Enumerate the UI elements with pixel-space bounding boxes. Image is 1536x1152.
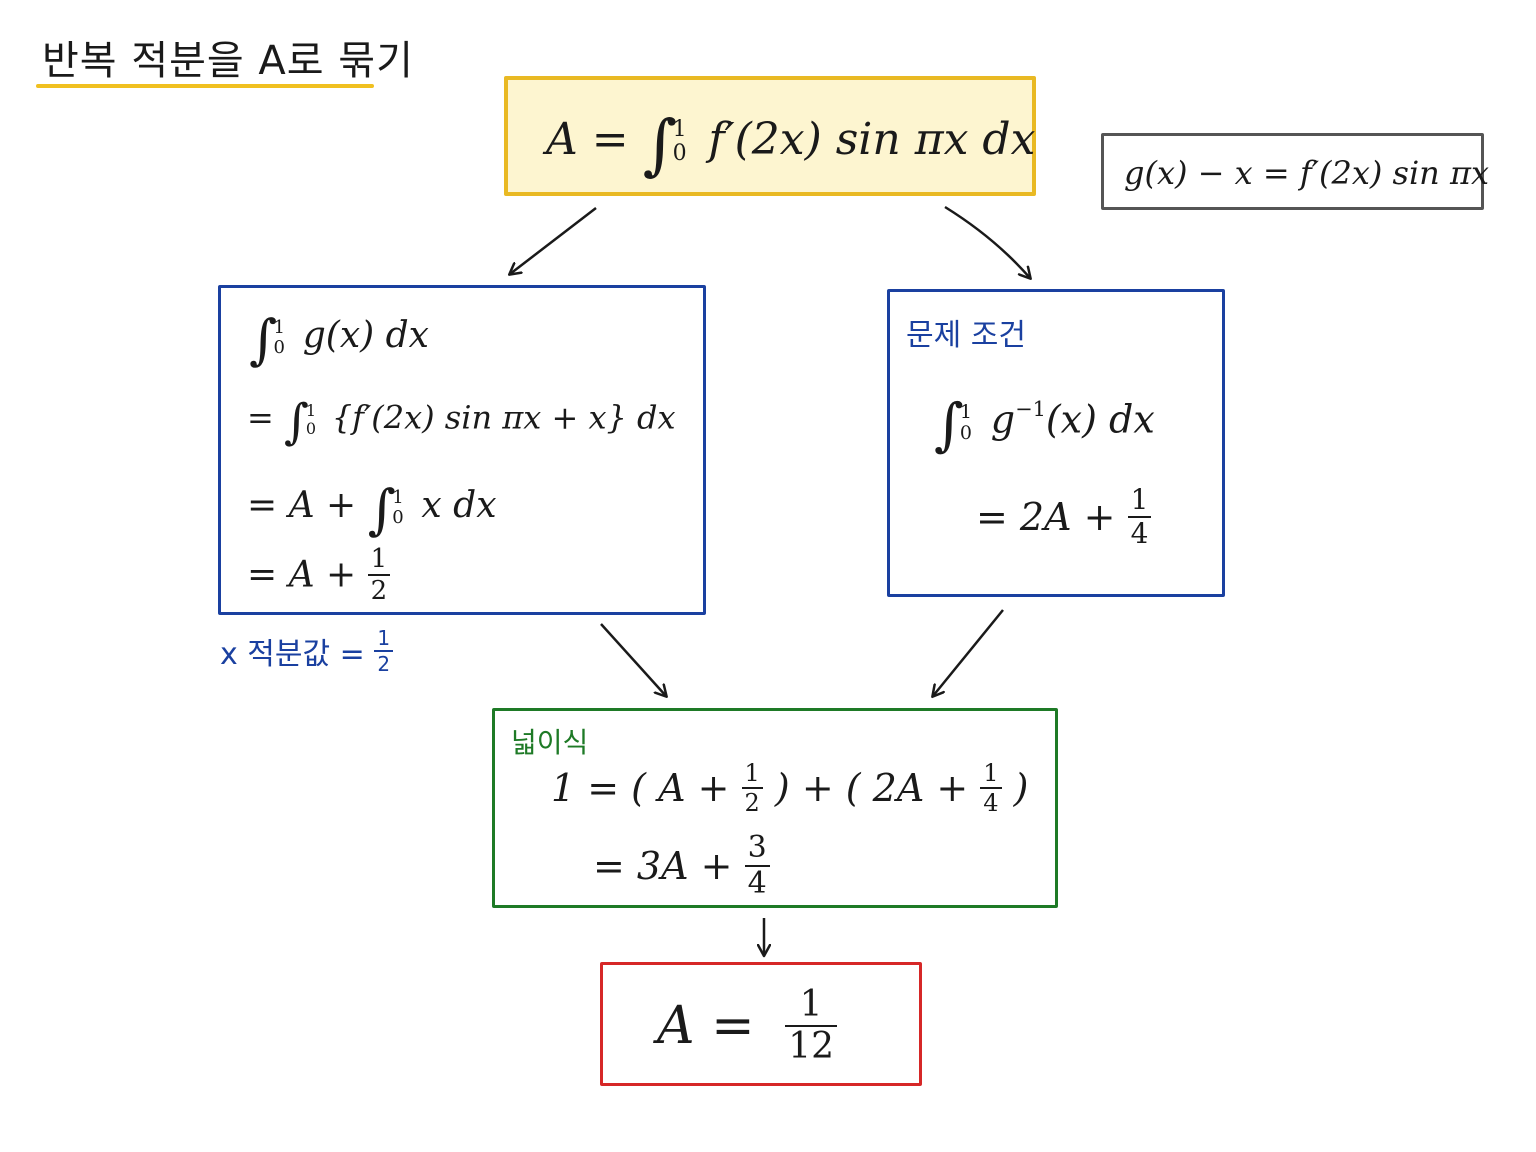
integral-sign: ∫	[934, 392, 964, 458]
arrow-top-to-left	[510, 207, 597, 274]
title-underline	[36, 84, 374, 88]
arrow-right-to-wide	[933, 609, 1004, 696]
integral-sign: ∫	[249, 308, 278, 371]
area-equation-label: 넓이식	[511, 726, 589, 759]
relation-equation: g(x) − x = f′(2x) sin πx	[1124, 154, 1490, 192]
problem-condition-label: 문제 조건	[906, 318, 1026, 353]
relation-box: g(x) − x = f′(2x) sin πx	[1101, 133, 1489, 210]
integral-sign: ∫	[367, 478, 396, 541]
integral-sign: ∫	[283, 394, 309, 450]
arrow-top-to-right	[944, 205, 1030, 278]
arrow-left-to-wide	[600, 623, 666, 696]
page-title: 반복 적분을 A로 묶기	[42, 38, 414, 84]
integral-sign: ∫	[642, 106, 678, 183]
